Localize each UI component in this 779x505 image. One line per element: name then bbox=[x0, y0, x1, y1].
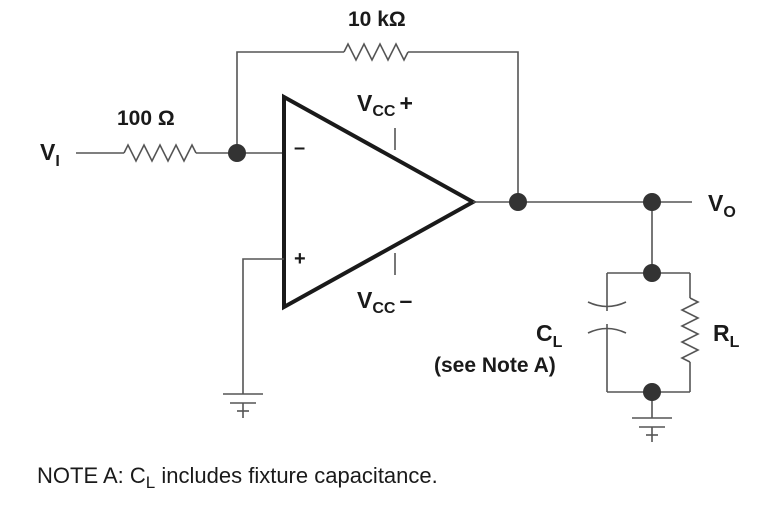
junction-dot bbox=[643, 193, 661, 211]
load-network bbox=[587, 272, 700, 442]
output-branch bbox=[473, 201, 692, 273]
input-resistor-label: 100 Ω bbox=[117, 107, 175, 130]
footnote-subscript: L bbox=[145, 473, 156, 492]
load-capacitor-label: CL bbox=[536, 320, 563, 351]
input-branch bbox=[76, 143, 284, 163]
output-voltage-label: VO bbox=[708, 190, 736, 221]
noninverting-input-sign: + bbox=[294, 248, 306, 270]
feedback-resistor-label: 10 kΩ bbox=[348, 8, 406, 31]
op-amp-triangle bbox=[282, 93, 478, 311]
footnote-prefix: NOTE A: C bbox=[37, 463, 146, 488]
load-capacitor-note: (see Note A) bbox=[434, 354, 556, 377]
input-resistor bbox=[123, 143, 197, 163]
vcc-minus-label: VCC– bbox=[357, 287, 412, 317]
footnote: NOTE A: CL includes fixture capacitance. bbox=[37, 463, 438, 492]
feedback-resistor bbox=[343, 42, 409, 62]
footnote-text: includes fixture capacitance. bbox=[155, 463, 438, 488]
junction-dots bbox=[228, 144, 661, 401]
load-resistor-label: RL bbox=[713, 320, 740, 351]
op-amp bbox=[282, 93, 478, 311]
junction-dot bbox=[643, 264, 661, 282]
feedback-branch bbox=[236, 42, 519, 202]
load-capacitor bbox=[587, 273, 627, 392]
vcc-plus-label: VCC+ bbox=[357, 90, 413, 120]
input-voltage-label: VI bbox=[40, 139, 60, 170]
ground-symbol-left bbox=[223, 393, 263, 418]
junction-dot bbox=[643, 383, 661, 401]
inverting-input-sign: – bbox=[294, 137, 305, 159]
noninverting-ground-branch bbox=[223, 258, 284, 418]
schematic: 10 kΩ 100 Ω VI VO VCC+ VCC– – + CL (see … bbox=[40, 8, 740, 442]
noninverting-wire bbox=[242, 258, 284, 394]
feedback-wire-left bbox=[236, 51, 344, 153]
ground-symbol-right bbox=[632, 417, 672, 442]
junction-dot bbox=[228, 144, 246, 162]
feedback-wire-right bbox=[408, 51, 519, 202]
load-resistor bbox=[680, 273, 700, 392]
junction-dot bbox=[509, 193, 527, 211]
